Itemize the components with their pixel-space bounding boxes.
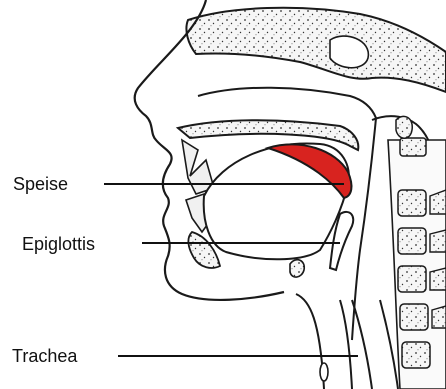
vertebra <box>400 138 426 156</box>
pharynx-wall <box>352 118 376 340</box>
vertebra <box>402 342 430 368</box>
spinous-process <box>430 230 446 252</box>
skull-base <box>186 8 446 92</box>
vertebra <box>398 266 426 292</box>
nasal-cavity <box>198 88 376 118</box>
spinous-process <box>430 268 446 290</box>
speise-label: Speise <box>11 175 70 193</box>
vertebra <box>398 228 426 254</box>
vertebra <box>398 190 426 216</box>
atlas-dens <box>396 116 412 138</box>
hyoid-bone <box>290 260 304 277</box>
hard-palate <box>178 120 358 150</box>
trachea-label: Trachea <box>10 347 79 365</box>
spinous-process <box>432 306 446 328</box>
epiglottis-label: Epiglottis <box>20 235 97 253</box>
vertebra <box>400 304 428 330</box>
esophagus <box>352 300 398 389</box>
trachea-ring <box>320 363 328 381</box>
